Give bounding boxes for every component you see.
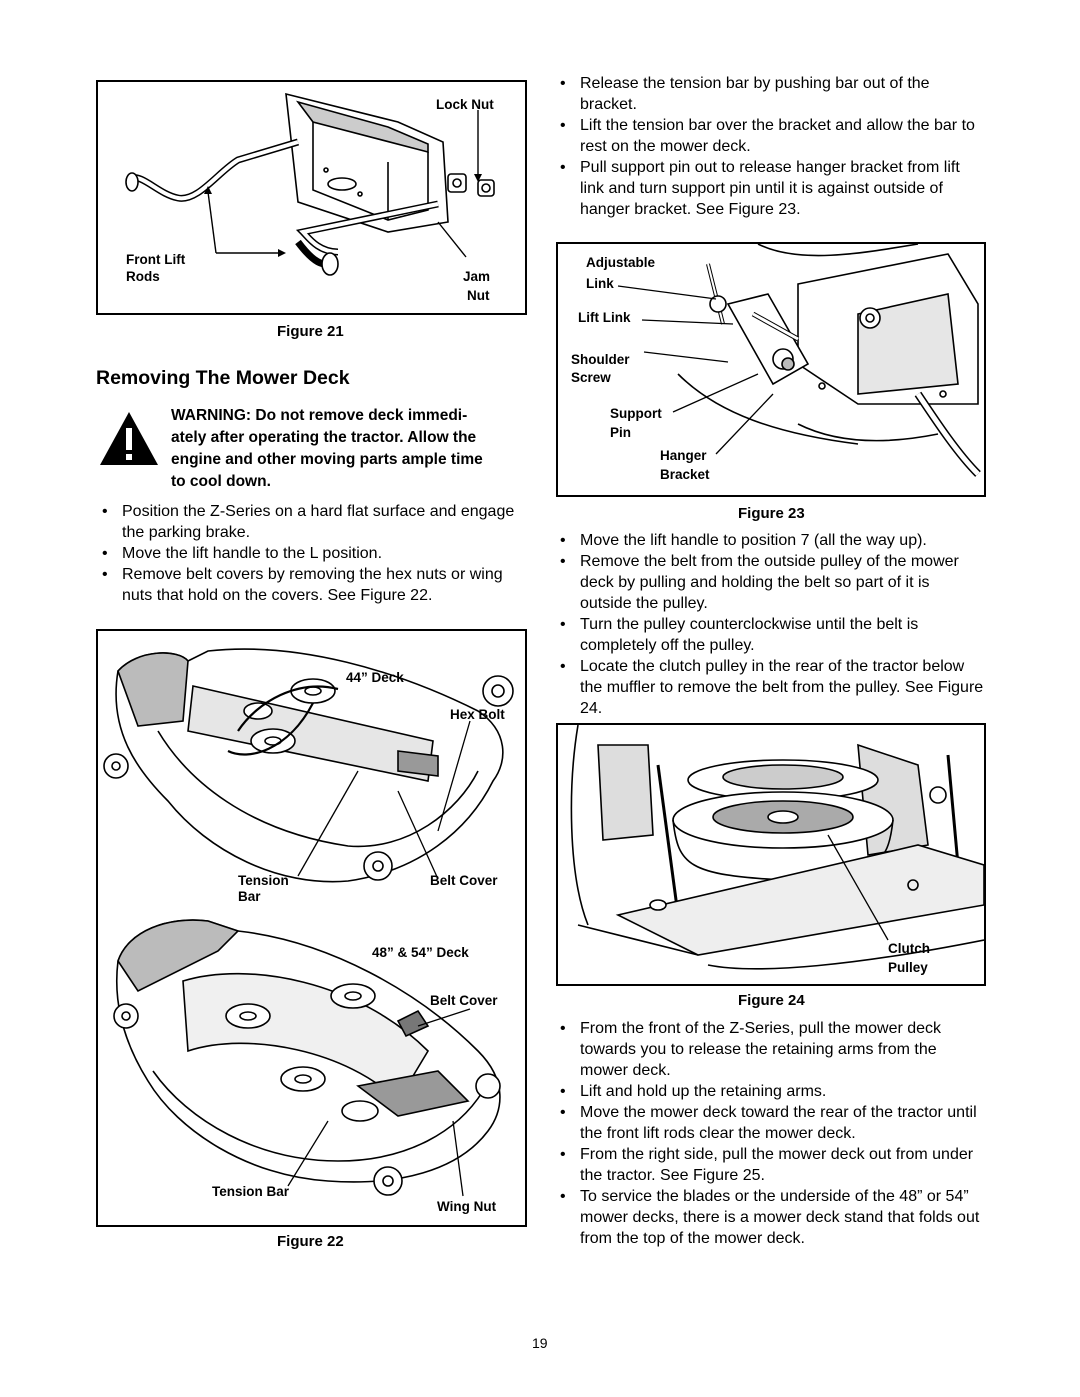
lift-link-illustration bbox=[617, 244, 981, 477]
clutch-label: Clutch bbox=[888, 941, 930, 956]
lock-nut-label: Lock Nut bbox=[436, 97, 494, 112]
warning-exclamation-icon bbox=[100, 412, 158, 465]
clutch-pulley-illustration bbox=[558, 725, 984, 984]
warning-line-3: engine and other moving parts ample time bbox=[171, 451, 483, 468]
list-item: Remove the belt from the outside pulley … bbox=[554, 551, 984, 614]
figure-24-box: Clutch Pulley bbox=[556, 723, 986, 986]
deck-44-label: 44” Deck bbox=[346, 670, 404, 685]
list-item: Move the mower deck toward the rear of t… bbox=[554, 1102, 984, 1144]
figure-22-box: 44” Deck Hex Bolt Tension Bar Belt Cover… bbox=[96, 629, 527, 1227]
right-bottom-bullet-list: From the front of the Z-Series, pull the… bbox=[554, 1018, 984, 1249]
list-item: Locate the clutch pulley in the rear of … bbox=[554, 656, 984, 719]
jam-label: Jam bbox=[463, 269, 491, 284]
shoulder-label: Shoulder bbox=[571, 352, 630, 367]
list-item: Pull support pin out to release hanger b… bbox=[554, 157, 984, 220]
left-bullet-list: Position the Z-Series on a hard flat sur… bbox=[96, 501, 520, 606]
front-lift-rods-illustration bbox=[125, 92, 495, 276]
section-title: Removing The Mower Deck bbox=[96, 367, 350, 389]
figure-21-caption: Figure 21 bbox=[277, 323, 344, 340]
bracket-label: Bracket bbox=[660, 467, 710, 482]
belt-cover-bottom-label: Belt Cover bbox=[430, 993, 498, 1008]
warning-line-1: WARNING: Do not remove deck immedi- bbox=[171, 407, 468, 424]
right-mid-bullet-list: Move the lift handle to position 7 (all … bbox=[554, 530, 984, 719]
tension-label: Tension bbox=[238, 873, 289, 888]
list-item: Lift and hold up the retaining arms. bbox=[554, 1081, 984, 1102]
hex-bolt-label: Hex Bolt bbox=[450, 707, 505, 722]
pin-label: Pin bbox=[610, 425, 632, 440]
list-item: Turn the pulley counterclockwise until t… bbox=[554, 614, 984, 656]
figure-23-box: Adjustable Link Lift Link Shoulder Screw… bbox=[556, 242, 986, 497]
support-label: Support bbox=[610, 406, 662, 421]
list-item: Lift the tension bar over the bracket an… bbox=[554, 115, 984, 157]
warning-line-2: ately after operating the tractor. Allow… bbox=[171, 429, 477, 446]
list-item: Position the Z-Series on a hard flat sur… bbox=[96, 501, 520, 543]
figure-24-caption: Figure 24 bbox=[738, 992, 805, 1009]
hanger-label: Hanger bbox=[660, 448, 707, 463]
lift-link-label: Lift Link bbox=[578, 310, 631, 325]
list-item: To service the blades or the underside o… bbox=[554, 1186, 984, 1249]
list-item: Move the lift handle to position 7 (all … bbox=[554, 530, 984, 551]
list-item: Move the lift handle to the L position. bbox=[96, 543, 520, 564]
list-item: Remove belt covers by removing the hex n… bbox=[96, 564, 520, 606]
nut-label: Nut bbox=[467, 288, 490, 303]
mower-deck-illustration bbox=[103, 648, 514, 1197]
warning-line-4: to cool down. bbox=[171, 473, 271, 490]
list-item: From the front of the Z-Series, pull the… bbox=[554, 1018, 984, 1081]
screw-label: Screw bbox=[571, 370, 611, 385]
page-number: 19 bbox=[532, 1335, 548, 1351]
pulley-label: Pulley bbox=[888, 960, 928, 975]
list-item: Release the tension bar by pushing bar o… bbox=[554, 73, 984, 115]
figure-21-box: Lock Nut Front Lift Rods Jam Nut bbox=[96, 80, 527, 315]
adjustable-label: Adjustable bbox=[586, 255, 656, 270]
tension-bar-label: Tension Bar bbox=[212, 1184, 290, 1199]
rods-label: Rods bbox=[126, 269, 160, 284]
bar-label: Bar bbox=[238, 889, 261, 904]
link-label: Link bbox=[586, 276, 614, 291]
list-item: From the right side, pull the mower deck… bbox=[554, 1144, 984, 1186]
belt-cover-top-label: Belt Cover bbox=[430, 873, 498, 888]
figure-23-caption: Figure 23 bbox=[738, 505, 805, 522]
right-top-bullet-list: Release the tension bar by pushing bar o… bbox=[554, 73, 984, 220]
deck-48-54-label: 48” & 54” Deck bbox=[372, 945, 469, 960]
wing-nut-label: Wing Nut bbox=[437, 1199, 497, 1214]
front-lift-label: Front Lift bbox=[126, 252, 186, 267]
figure-22-caption: Figure 22 bbox=[277, 1233, 344, 1250]
